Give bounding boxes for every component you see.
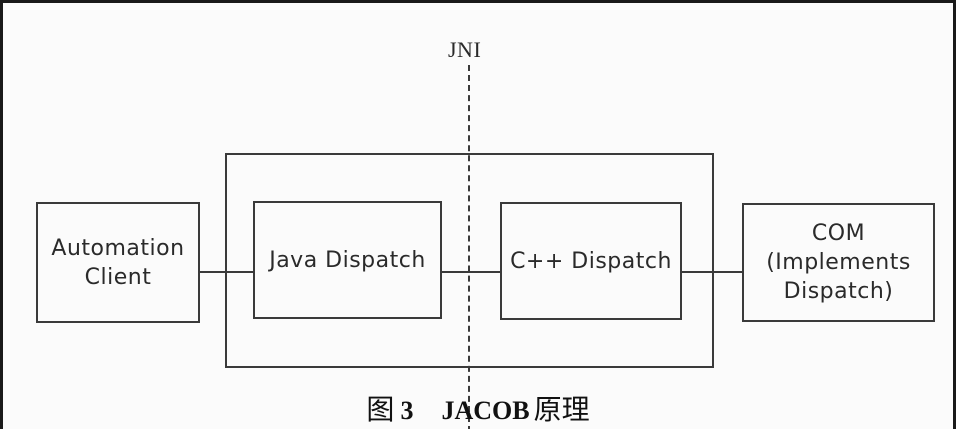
automation-client-node: Automation Client	[36, 202, 200, 323]
cpp-dispatch-node: C++ Dispatch	[500, 202, 682, 320]
caption-suffix: 原理	[533, 393, 590, 426]
caption-name: JACOB	[441, 396, 530, 425]
jacob-container-box	[225, 153, 714, 368]
java-dispatch-node: Java Dispatch	[253, 201, 442, 319]
jni-boundary-line	[468, 65, 470, 429]
connector-java-cpp	[440, 271, 501, 273]
com-node: COM (Implements Dispatch)	[742, 203, 935, 322]
caption-number: 3	[400, 396, 414, 425]
jni-label: JNI	[448, 37, 482, 62]
cpp-dispatch-label: C++ Dispatch	[510, 248, 672, 274]
automation-client-label: Automation Client	[51, 235, 185, 290]
com-label: COM (Implements Dispatch)	[766, 221, 911, 304]
connector-cpp-com	[680, 271, 743, 273]
connector-client-java	[198, 271, 254, 273]
java-dispatch-label: Java Dispatch	[269, 247, 426, 273]
caption-prefix: 图	[366, 393, 395, 426]
